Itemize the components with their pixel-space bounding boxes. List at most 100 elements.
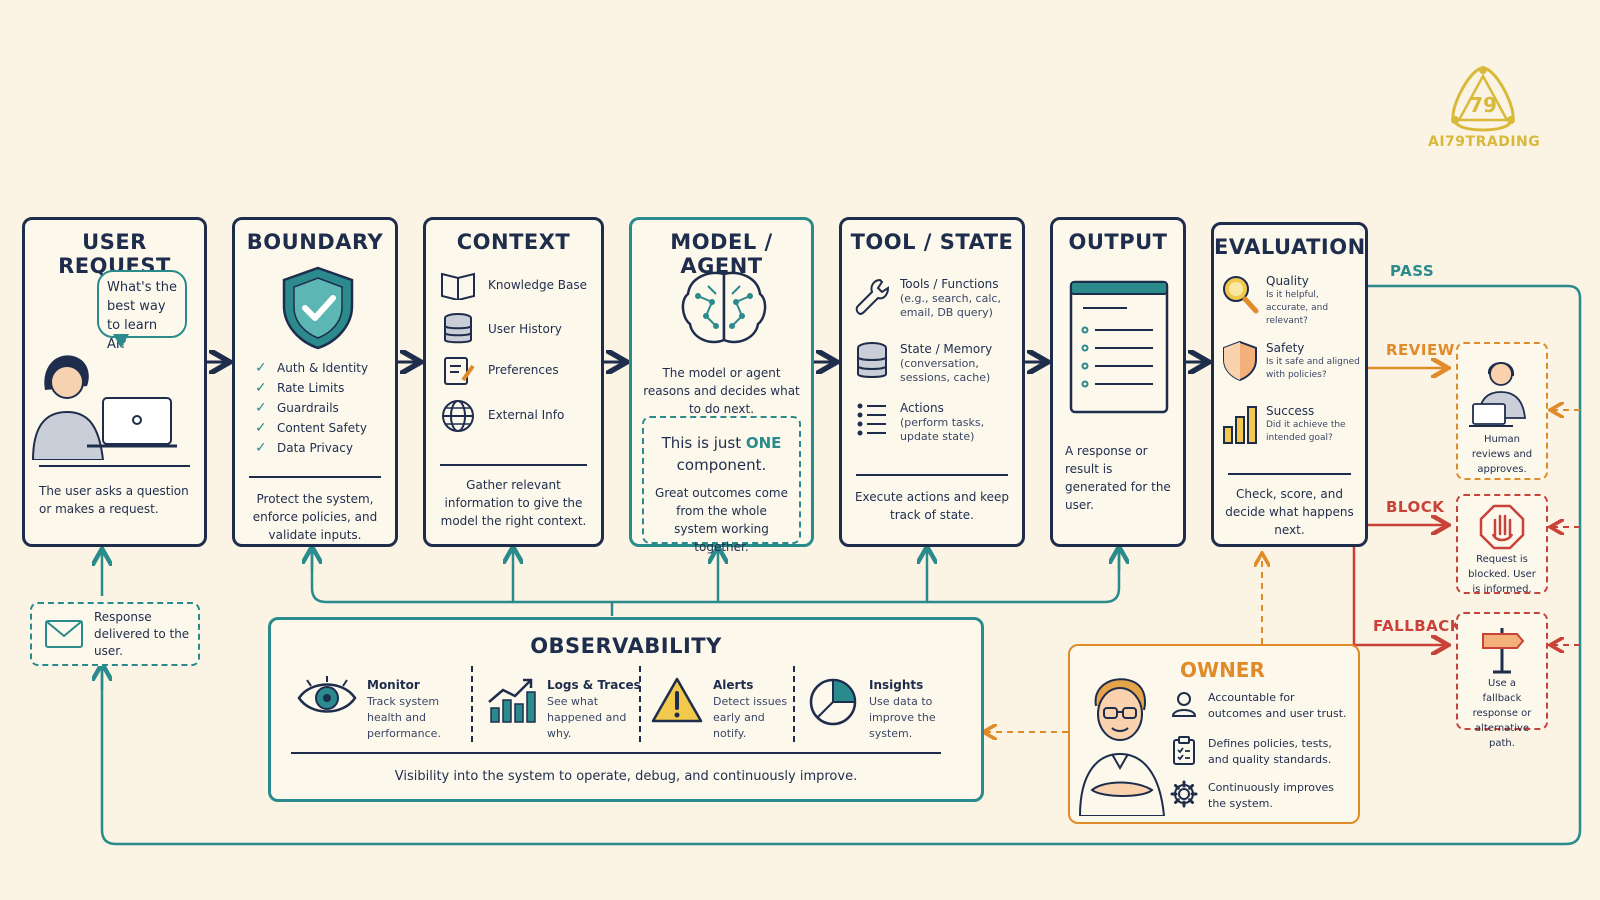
evaluation-title: EVALUATION — [1214, 235, 1366, 259]
owner-item-policies: Defines policies, tests, and quality sta… — [1170, 736, 1348, 768]
obs-item-monitor: Monitor Track system health and performa… — [297, 676, 465, 742]
brain-icon — [681, 271, 767, 344]
response-text: Response delivered to the user. — [94, 609, 190, 658]
check-icon: ✓ — [255, 360, 267, 376]
owner-title: OWNER — [1180, 658, 1265, 682]
model-agent-card: MODEL / AGENT The model or agent reasons… — [629, 217, 814, 554]
context-divider — [440, 464, 587, 466]
boundary-item: ✓Rate Limits — [255, 380, 345, 396]
review-desc: Human reviews and approves. — [1471, 434, 1533, 475]
output-card: OUTPUT A response or result is generated… — [1050, 217, 1186, 547]
obs-item-insights: Insights Use data to improve the system. — [807, 676, 969, 742]
tool-state-card: TOOL / STATE Tools / Functions (e.g., se… — [839, 217, 1025, 547]
tool-state-desc: Execute actions and keep track of state. — [854, 490, 1010, 522]
user-request-card: USER REQUEST What's the best way to lear… — [22, 217, 207, 547]
model-agent-desc: The model or agent reasons and decides w… — [643, 366, 800, 416]
check-icon: ✓ — [255, 440, 267, 456]
review-box: Human reviews and approves. — [1456, 342, 1548, 480]
logo-number: 79 — [1469, 93, 1497, 117]
gear-icon — [1170, 780, 1198, 808]
output-title: OUTPUT — [1068, 230, 1168, 254]
owner-person-icon — [1078, 678, 1166, 816]
evaluation-desc: Check, score, and decide what happens ne… — [1225, 487, 1354, 537]
brand-name: AI79TRADING — [1428, 134, 1541, 150]
observability-title: OBSERVABILITY — [530, 634, 722, 658]
one-component-desc: Great outcomes come from the whole syste… — [655, 486, 788, 554]
check-icon: ✓ — [255, 400, 267, 416]
review-label: REVIEW — [1386, 341, 1455, 359]
boundary-card: BOUNDARY ✓Auth & Identity ✓Rate Limits ✓… — [232, 217, 398, 547]
stop-hand-icon — [1479, 504, 1525, 550]
block-label: BLOCK — [1386, 498, 1445, 516]
context-card: CONTEXT Knowledge Base User History Pref… — [423, 217, 604, 547]
evaluation-divider — [1228, 473, 1351, 475]
context-item-knowledge-base: Knowledge Base — [436, 270, 587, 300]
brand-logo: 79 AI79TRADING — [1428, 62, 1541, 162]
block-box: Request is blocked. User is informed. — [1456, 494, 1548, 595]
context-item-preferences: Preferences — [436, 354, 559, 388]
globe-icon — [442, 400, 474, 432]
owner-item-improves: Continuously improves the system. — [1170, 780, 1348, 812]
context-item-user-history: User History — [436, 312, 562, 346]
boundary-desc: Protect the system, enforce policies, an… — [252, 492, 378, 542]
check-icon: ✓ — [255, 380, 267, 396]
boundary-item: ✓Content Safety — [255, 420, 367, 436]
user-request-title: USER REQUEST — [58, 230, 171, 278]
fallback-desc: Use a fallback response or alternative p… — [1472, 678, 1532, 749]
tool-state-divider — [856, 474, 1008, 476]
book-icon — [441, 272, 475, 300]
boundary-item: ✓Auth & Identity — [255, 360, 369, 376]
pie-chart-icon — [809, 678, 857, 726]
context-title: CONTEXT — [456, 230, 571, 254]
person-laptop-icon — [31, 355, 177, 460]
wrench-icon — [855, 278, 890, 316]
tool-item-functions: Tools / Functions (e.g., search, calc, e… — [850, 276, 1010, 320]
obs-item-alerts: Alerts Detect issues early and notify. — [651, 676, 799, 742]
tool-item-actions: Actions (perform tasks, update state) — [850, 400, 1000, 444]
signpost-icon — [1482, 628, 1525, 674]
eye-icon — [297, 676, 357, 713]
evaluation-card: EVALUATION Quality Is it helpful, accura… — [1211, 222, 1368, 547]
boundary-checklist: ✓Auth & Identity ✓Rate Limits ✓Guardrail… — [255, 358, 368, 458]
database-icon — [857, 342, 887, 378]
response-box: Response delivered to the user. — [30, 602, 200, 666]
clipboard-icon — [1173, 736, 1195, 765]
list-icon — [857, 403, 886, 436]
magnifier-icon — [1223, 276, 1259, 314]
document-window-icon — [1069, 280, 1169, 414]
context-item-external-info: External Info — [436, 398, 564, 434]
obs-separator — [471, 666, 473, 742]
tool-state-title: TOOL / STATE — [850, 230, 1014, 254]
eval-item-quality: Quality Is it helpful, accurate, and rel… — [1218, 273, 1360, 328]
one-component-note: This is just ONE component. Great outcom… — [642, 416, 801, 554]
obs-separator — [639, 666, 641, 742]
shield-icon — [1223, 340, 1257, 382]
tool-item-state-memory: State / Memory (conversation, sessions, … — [850, 341, 1000, 385]
observability-divider — [291, 752, 941, 754]
boundary-divider — [249, 476, 381, 478]
pass-label: PASS — [1390, 262, 1435, 280]
fallback-box: Use a fallback response or alternative p… — [1456, 612, 1548, 749]
trend-chart-icon — [488, 678, 536, 723]
triangle-knot-icon: 79 — [1451, 66, 1515, 132]
check-icon: ✓ — [255, 420, 267, 436]
owner-item-accountable: Accountable for outcomes and user trust. — [1170, 690, 1348, 722]
obs-separator — [793, 666, 795, 742]
boundary-item: ✓Guardrails — [255, 400, 339, 416]
block-desc: Request is blocked. User is informed. — [1468, 554, 1536, 595]
observability-bus — [310, 552, 1121, 604]
boundary-title: BOUNDARY — [246, 230, 384, 254]
eval-item-success: Success Did it achieve the intended goal… — [1218, 403, 1360, 445]
owner-card: OWNER Accountable for outcomes and user … — [1068, 644, 1360, 824]
context-desc: Gather relevant information to give the … — [440, 478, 587, 528]
boundary-item: ✓Data Privacy — [255, 440, 353, 456]
warning-icon — [651, 677, 703, 723]
shield-check-icon — [282, 266, 354, 350]
user-request-desc: The user asks a question or makes a requ… — [39, 484, 189, 516]
person-laptop-icon — [1469, 362, 1526, 427]
user-icon — [1171, 692, 1197, 717]
speech-bubble-tail — [113, 334, 129, 348]
fallback-label: FALLBACK — [1373, 617, 1462, 635]
user-request-divider — [39, 465, 190, 467]
eval-item-safety: Safety Is it safe and aligned with polic… — [1218, 340, 1360, 382]
